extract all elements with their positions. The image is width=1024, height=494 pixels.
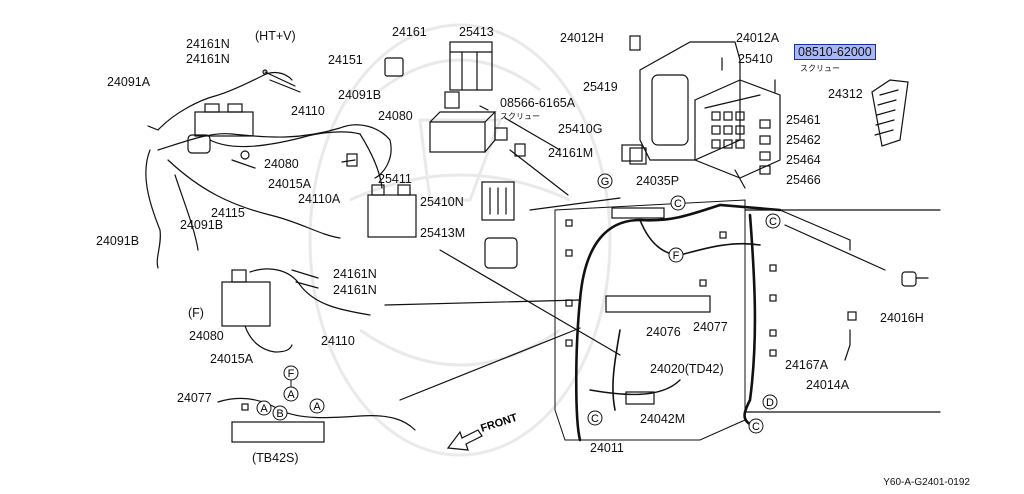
leader-arrows: [384, 117, 886, 401]
callout-08566: 08566-6165A: [500, 96, 576, 110]
svg-text:A: A: [287, 389, 295, 401]
svg-text:A: A: [260, 403, 268, 415]
connector-marker: A: [283, 386, 299, 402]
callout-24014A: 24014A: [806, 378, 850, 392]
callout-24015A-f: 24015A: [210, 352, 254, 366]
callout-screw-1: スクリュー: [500, 112, 540, 121]
callout-25410G: 25410G: [558, 122, 603, 136]
fuse-block: [621, 35, 909, 179]
svg-text:F: F: [673, 250, 680, 262]
callout-24151: 24151: [328, 53, 363, 67]
callout-24077-mid: 24077: [693, 320, 728, 334]
callout-24312: 24312: [828, 87, 863, 101]
connector-marker: C: [748, 418, 764, 434]
callout-24161: 24161: [392, 25, 427, 39]
callout-24042M: 24042M: [640, 412, 686, 426]
svg-text:C: C: [674, 198, 682, 210]
callout-24091B-top: 24091B: [338, 88, 382, 102]
connector-marker: C: [670, 195, 686, 211]
callout-08510-highlighted[interactable]: 08510-62000: [794, 44, 876, 60]
connector-marker: C: [765, 213, 781, 229]
label-f: (F): [188, 306, 204, 320]
callout-24080-f: 24080: [189, 329, 224, 343]
callout-25461: 25461: [786, 113, 821, 127]
battery-harness-f: [221, 268, 371, 353]
callout-24077-bot: 24077: [177, 391, 212, 405]
callout-24161N-ht: 24161N: [186, 37, 230, 51]
svg-text:C: C: [591, 413, 599, 425]
callout-24091A: 24091A: [107, 75, 151, 89]
connector-marker: A: [309, 398, 325, 414]
callout-24012H: 24012H: [560, 31, 604, 45]
callout-24110-top: 24110: [291, 104, 325, 118]
callout-24115: 24115: [211, 206, 245, 220]
callout-24091B-bot: 24091B: [96, 234, 140, 248]
connector-marker: A: [256, 400, 272, 416]
tb42s-harness: [217, 397, 416, 443]
callout-25411: 25411: [378, 172, 412, 186]
svg-text:B: B: [276, 408, 283, 420]
callout-24167A: 24167A: [785, 358, 829, 372]
connector-marker: D: [762, 394, 778, 410]
callout-24110A: 24110A: [298, 192, 341, 206]
callout-25413: 25413: [459, 25, 494, 39]
main-harness: [554, 199, 941, 442]
callout-25410N: 25410N: [420, 195, 464, 209]
svg-text:A: A: [313, 401, 321, 413]
label-tb42s: (TB42S): [252, 451, 299, 465]
connector-marker: F: [283, 365, 299, 381]
callout-25419: 25419: [583, 80, 618, 94]
callout-24020: 24020(TD42): [650, 362, 724, 376]
callout-25462: 25462: [786, 133, 821, 147]
callout-24076: 24076: [646, 325, 681, 339]
svg-text:G: G: [601, 176, 610, 188]
connector-marker: B: [272, 405, 288, 421]
callout-24161N-m1: 24161N: [333, 267, 377, 281]
callout-24161N-b: 24161N: [186, 52, 230, 66]
relay-block-center: [384, 41, 647, 269]
battery-harness-top-left: [145, 69, 417, 269]
connector-marker: G: [597, 173, 613, 189]
callout-25410: 25410: [738, 52, 773, 66]
callout-25464: 25464: [786, 153, 821, 167]
callout-24015A-top: 24015A: [268, 177, 312, 191]
callout-24161N-m2: 24161N: [333, 283, 377, 297]
diagram-id: Y60-A-G2401-0192: [883, 477, 970, 488]
svg-text:C: C: [769, 216, 777, 228]
svg-text:F: F: [288, 368, 295, 380]
callout-25466: 25466: [786, 173, 821, 187]
callout-24035P: 24035P: [636, 174, 680, 188]
callout-24016H: 24016H: [880, 311, 924, 325]
svg-text:D: D: [766, 397, 774, 409]
callout-screw-2: スクリュー: [800, 64, 840, 73]
callout-24091B-left: 24091B: [180, 218, 224, 232]
callout-24110-f: 24110: [321, 334, 355, 348]
callout-24080-top: 24080: [378, 109, 413, 123]
callout-25413M: 25413M: [420, 226, 466, 240]
callout-ht-v: (HT+V): [255, 29, 296, 43]
callout-24080-mid: 24080: [264, 157, 299, 171]
callout-24161M: 24161M: [548, 146, 594, 160]
front-label: FRONT: [479, 412, 519, 435]
connector-circles: G C C F C D C F A A B A: [256, 173, 781, 434]
svg-text:C: C: [752, 421, 760, 433]
connector-marker: F: [668, 247, 684, 263]
connector-marker: C: [587, 410, 603, 426]
callout-24011: 24011: [590, 441, 624, 455]
watermark-seal: [308, 23, 612, 457]
sensor-24016h: [901, 271, 929, 287]
callout-24012A: 24012A: [736, 31, 780, 45]
